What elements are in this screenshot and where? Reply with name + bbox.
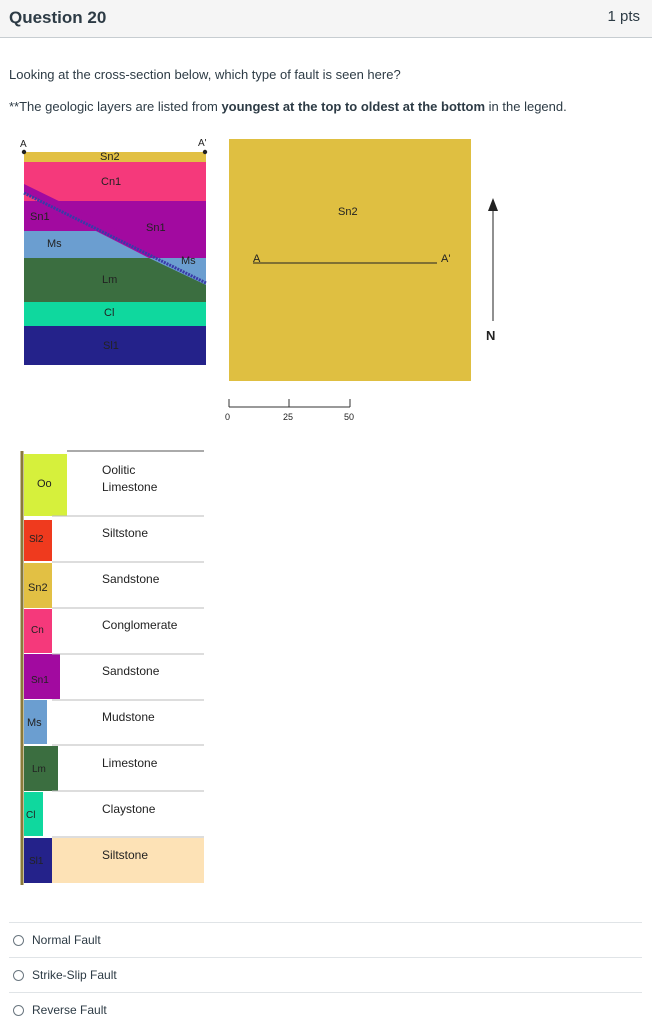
footwall-ms: [149, 258, 206, 285]
layer-sn2: [24, 152, 206, 162]
north-arrow-head: [488, 198, 498, 211]
answer-label[interactable]: Reverse Fault: [32, 1003, 107, 1017]
layer-cn1: [24, 162, 206, 201]
legend-name: Conglomerate: [102, 618, 178, 632]
legend-code: Cl: [26, 810, 35, 821]
legend-code: Oo: [37, 478, 52, 490]
legend-name: Sandstone: [102, 664, 160, 678]
label-lm: Lm: [102, 274, 117, 286]
map-unit-label: Sn2: [338, 206, 358, 218]
legend-code: Sl1: [29, 856, 44, 867]
legend-name: Siltstone: [102, 848, 148, 862]
point-a-prime: [202, 149, 208, 155]
hanging-ms: [24, 231, 149, 258]
map-view: Sn2 A A' 0 25 50 N: [225, 139, 498, 422]
scale-25: 25: [283, 412, 293, 422]
answer-option-normal[interactable]: Normal Fault: [9, 922, 642, 957]
cross-section: A A' Sn2 Cn1 Sn1 Ms Sn1 Ms Lm Cl Sl1: [20, 138, 208, 365]
map-label-a-prime: A': [441, 253, 450, 265]
label-a-prime: A': [198, 138, 207, 149]
answer-label[interactable]: Normal Fault: [32, 933, 101, 947]
point-a: [21, 149, 27, 155]
radio-reverse-fault[interactable]: [13, 1004, 24, 1016]
label-sn1-left: Sn1: [30, 211, 50, 223]
legend: Oo Sl2 Sn2 Cn Sn1 Ms Lm Cl Sl1 Oolitic L…: [20, 450, 204, 885]
radio-strike-slip-fault[interactable]: [13, 969, 24, 981]
question-note: **The geologic layers are listed from yo…: [9, 99, 567, 114]
answer-list: Normal Fault Strike-Slip Fault Reverse F…: [9, 922, 642, 1027]
layer-sl1: [24, 326, 206, 365]
legend-code: Ms: [27, 717, 42, 729]
note-emphasis: youngest at the top to oldest at the bot…: [221, 99, 486, 114]
answer-option-reverse[interactable]: Reverse Fault: [9, 992, 642, 1027]
question-points: 1 pts: [607, 8, 640, 25]
question-header: Question 20 1 pts: [0, 0, 652, 38]
label-a: A: [20, 139, 27, 150]
fault-line: [23, 191, 207, 285]
map-surface: [229, 139, 471, 381]
label-sn2: Sn2: [100, 151, 120, 163]
legend-name: Claystone: [102, 802, 156, 816]
map-label-a: A: [253, 253, 261, 265]
legend-code: Sn2: [28, 582, 48, 594]
north-label: N: [486, 328, 495, 343]
label-cl: Cl: [104, 307, 114, 319]
legend-name: Oolitic: [102, 463, 135, 477]
scale-50: 50: [344, 412, 354, 422]
legend-code: Sn1: [31, 675, 49, 686]
answer-option-strike-slip[interactable]: Strike-Slip Fault: [9, 957, 642, 992]
legend-name: Siltstone: [102, 526, 148, 540]
label-sl1: Sl1: [103, 340, 119, 352]
legend-code: Cn: [31, 625, 44, 636]
legend-name: Limestone: [102, 480, 158, 494]
label-cn1: Cn1: [101, 176, 121, 188]
question-title: Question 20: [9, 8, 107, 27]
layer-cl: [24, 302, 206, 326]
scale-0: 0: [225, 412, 230, 422]
legend-code: Lm: [32, 764, 46, 775]
radio-normal-fault[interactable]: [13, 934, 24, 946]
label-ms-left: Ms: [47, 238, 62, 250]
question-text: Looking at the cross-section below, whic…: [9, 67, 401, 82]
legend-name: Limestone: [102, 756, 158, 770]
label-sn1-right: Sn1: [146, 222, 166, 234]
answer-label[interactable]: Strike-Slip Fault: [32, 968, 117, 982]
footwall-sn1: [96, 231, 206, 258]
legend-name: Mudstone: [102, 710, 155, 724]
legend-name: Sandstone: [102, 572, 160, 586]
legend-code: Sl2: [29, 534, 44, 545]
hanging-sn1-wedge: [24, 201, 96, 231]
label-ms-right: Ms: [181, 255, 196, 267]
